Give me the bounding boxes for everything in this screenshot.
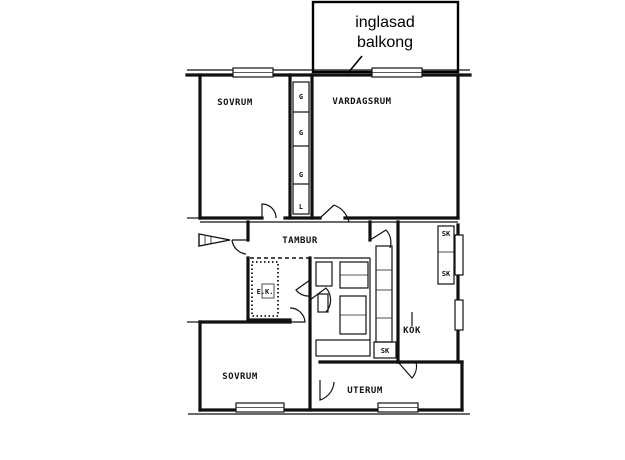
doors [231, 203, 418, 401]
interior-walls [198, 73, 464, 412]
kitchen-shelf [437, 225, 455, 285]
windows [232, 67, 464, 413]
closet-column: G G G L [292, 81, 310, 215]
washing-machine-icon [315, 261, 333, 287]
kitchen-shelf-label-2: SK [442, 270, 451, 278]
room-label-bedroom-bottom: SOVRUM [222, 372, 258, 382]
kitchen-storage-label: SK [381, 347, 390, 355]
balcony: inglasad balkong [311, 0, 460, 74]
door-kitchen [369, 229, 392, 249]
room-label-living-room: VARDAGSRUM [332, 97, 391, 107]
closet-label-4: L [299, 203, 303, 211]
door-bedroom-bottom [289, 307, 306, 323]
balcony-label-line1: inglasad [355, 14, 415, 31]
closet-label-3: G [299, 171, 303, 179]
wc-box: E.K. [251, 261, 279, 317]
door-living [319, 204, 350, 223]
kitchen-fixtures: SK SK SK [373, 225, 455, 359]
entry-arrow-icon [198, 233, 231, 247]
door-entry [231, 239, 248, 255]
door-wc [295, 279, 311, 297]
door-bedroom-top [261, 203, 277, 219]
sink-icon [317, 293, 329, 313]
room-label-laundry: UTERUM [347, 386, 383, 396]
closet-label-1: G [299, 93, 303, 101]
room-label-hall: TAMBUR [282, 236, 318, 246]
closet-label-2: G [299, 129, 303, 137]
door-laundry [319, 380, 335, 401]
bathroom-fixtures [315, 261, 371, 357]
room-label-bedroom-top: SOVRUM [217, 98, 253, 108]
bath-counter [315, 339, 371, 357]
balcony-label-line2: balkong [357, 34, 413, 51]
room-label-kitchen: KOK [403, 326, 421, 336]
door-laundry-kitchen [397, 361, 418, 379]
kitchen-shelf-label-1: SK [442, 230, 451, 238]
kitchen-counter [375, 245, 393, 343]
wc-label: E.K. [257, 288, 274, 296]
